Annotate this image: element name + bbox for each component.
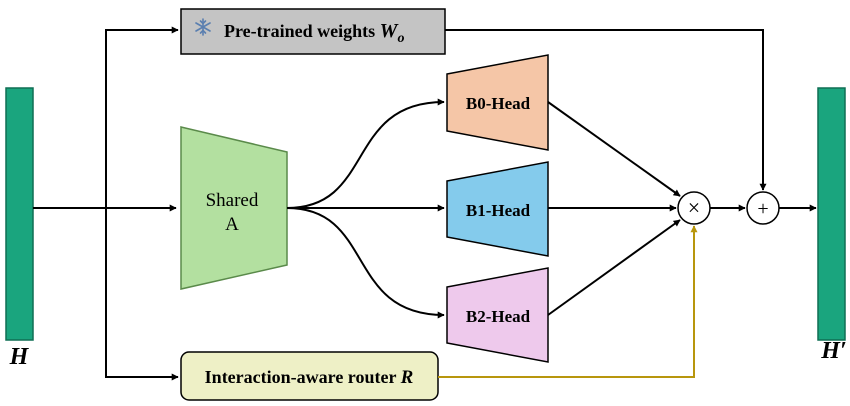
pretrained-to-add-line xyxy=(445,29,767,191)
shared-label-line1: Shared xyxy=(206,190,259,211)
b0-head-block xyxy=(446,54,549,151)
snowflake-icon xyxy=(195,18,211,36)
shared-label-line2: A xyxy=(225,214,239,235)
b1-head-block xyxy=(446,161,549,257)
input-feature-bar xyxy=(5,87,34,341)
shared-to-b0-curve xyxy=(286,98,445,209)
b1-head-label: B1-Head xyxy=(466,201,531,220)
b0-to-multiply-line xyxy=(547,101,681,197)
b2-to-multiply-line xyxy=(547,219,681,316)
b2-head-block xyxy=(446,267,549,363)
output-label: H′ xyxy=(820,338,846,364)
b0-head-label: B0-Head xyxy=(466,94,531,113)
pretrained-weights-label: Pre-trained weights Wo xyxy=(224,20,404,46)
shared-to-b2-curve xyxy=(286,207,445,319)
router-to-multiply-line xyxy=(438,225,698,378)
multiply-symbol: × xyxy=(688,195,700,220)
pretrained-weights-box xyxy=(180,8,446,55)
input-label: H xyxy=(9,344,30,370)
add-symbol: + xyxy=(757,198,768,220)
router-label: Interaction-aware router R xyxy=(205,367,414,388)
output-feature-bar xyxy=(817,87,846,341)
shared-a-block xyxy=(180,126,288,290)
b2-head-label: B2-Head xyxy=(466,307,531,326)
